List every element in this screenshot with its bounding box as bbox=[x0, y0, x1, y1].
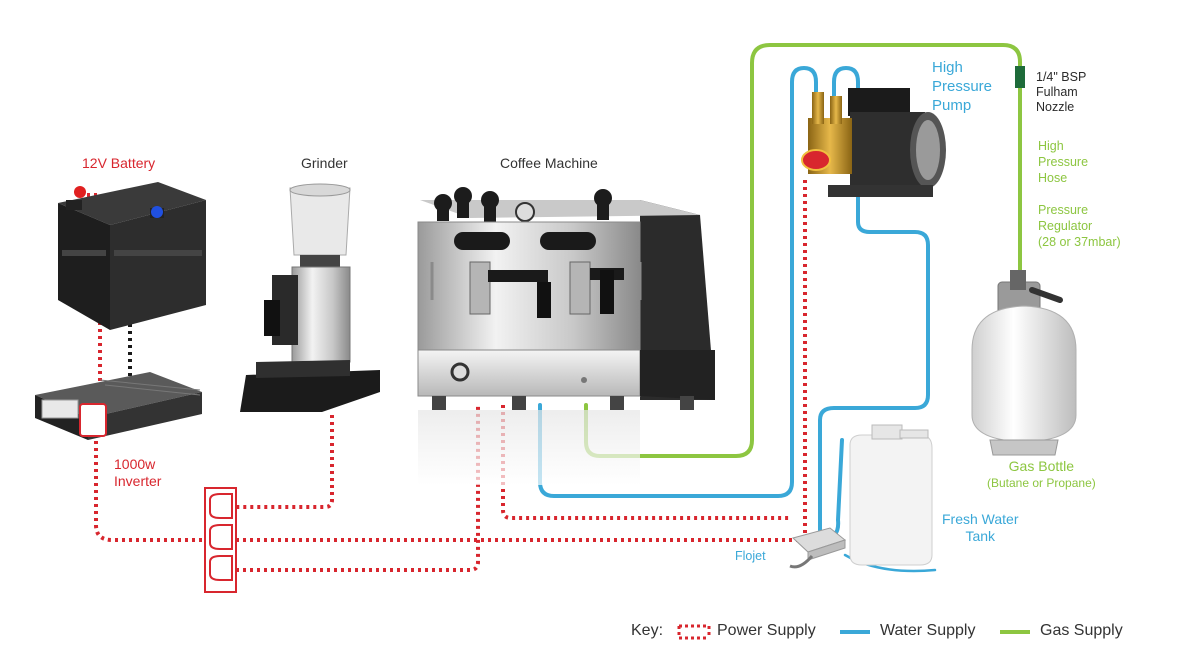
gas-bottle-label: Gas Bottle (Butane or Propane) bbox=[987, 458, 1096, 492]
coffee-machine-label: Coffee Machine bbox=[500, 155, 598, 171]
nozzle-label-line3: Nozzle bbox=[1036, 100, 1075, 114]
water-tank-label: Fresh Water Tank bbox=[942, 511, 1019, 545]
battery-label: 12V Battery bbox=[82, 155, 156, 171]
regulator-label-line2: Regulator bbox=[1038, 219, 1093, 233]
inverter-image bbox=[35, 372, 202, 440]
inverter-label: 1000w Inverter bbox=[114, 456, 161, 490]
flojet-image bbox=[789, 527, 847, 569]
grinder-label: Grinder bbox=[301, 155, 348, 171]
water-tank-image bbox=[849, 424, 933, 566]
battery-image bbox=[58, 182, 206, 330]
key-swatches bbox=[677, 624, 1030, 640]
power-supply-lines bbox=[80, 180, 807, 572]
regulator-label-line3: (28 or 37mbar) bbox=[1038, 235, 1121, 249]
gas-bottle-label-line1: Gas Bottle bbox=[1008, 458, 1075, 474]
coffee-machine-image bbox=[417, 187, 715, 485]
pump-label-line1: High bbox=[932, 59, 963, 76]
hose-label: High Pressure Hose bbox=[1038, 138, 1088, 186]
gas-bottle-label-line2: (Butane or Propane) bbox=[987, 476, 1096, 490]
grinder-image bbox=[240, 183, 380, 412]
pump-image bbox=[801, 88, 946, 197]
hose-label-line1: High bbox=[1038, 139, 1064, 153]
pump-label-line2: Pressure bbox=[932, 78, 993, 95]
water-tank-label-line1: Fresh Water bbox=[942, 511, 1019, 527]
key-water-label: Water Supply bbox=[880, 622, 976, 639]
inverter-label-line1: 1000w bbox=[114, 456, 156, 472]
pump-label-line3: Pump bbox=[932, 97, 972, 114]
flojet-label: Flojet bbox=[735, 549, 766, 563]
outlet-strip bbox=[204, 487, 237, 593]
hose-label-line3: Hose bbox=[1038, 171, 1068, 185]
regulator-label-line1: Pressure bbox=[1038, 203, 1089, 217]
inverter-label-line2: Inverter bbox=[114, 473, 162, 489]
regulator-label: Pressure Regulator (28 or 37mbar) bbox=[1038, 202, 1121, 250]
nozzle-label: 1/4" BSP Fulham Nozzle bbox=[1036, 70, 1086, 115]
key-power-label: Power Supply bbox=[717, 622, 816, 639]
pump-label: High Pressure Pump bbox=[932, 58, 992, 115]
nozzle-label-line2: Fulham bbox=[1036, 85, 1078, 99]
key-title: Key: bbox=[631, 622, 664, 639]
hose-label-line2: Pressure bbox=[1038, 155, 1089, 169]
key-gas-label: Gas Supply bbox=[1040, 622, 1123, 639]
nozzle-label-line1: 1/4" BSP bbox=[1036, 70, 1087, 84]
gas-bottle-image bbox=[971, 270, 1077, 456]
nozzle-fitting bbox=[1015, 66, 1025, 88]
water-tank-label-line2: Tank bbox=[965, 528, 996, 544]
